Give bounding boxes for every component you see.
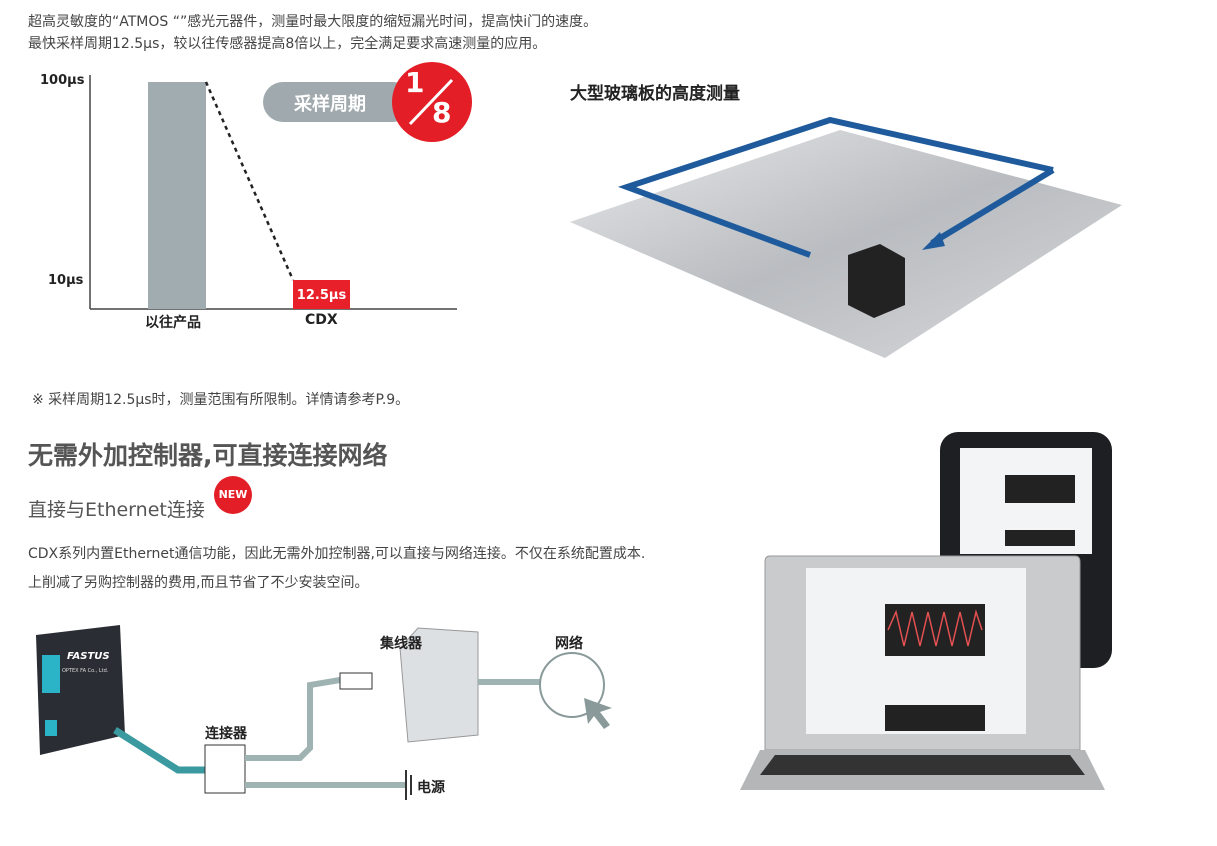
sampling-note: ※ 采样周期12.5μs时，测量范围有所限制。详情请参考P.9。 <box>32 392 410 408</box>
xtick-cdx: CDX <box>305 312 338 328</box>
sensor-cable <box>113 727 205 774</box>
section-para-1: CDX系列内置Ethernet通信功能，因此无需外加控制器,可以直接与网络连接。… <box>28 546 646 562</box>
intro-line-1: 超高灵敏度的“ATMOS “”感光元器件，测量时最大限度的缩短漏光时间，提高快i… <box>28 14 598 30</box>
connector-icon <box>204 744 246 794</box>
section-heading: 无需外加控制器,可直接连接网络 <box>28 441 388 470</box>
diagram-maker: OPTEX FA Co., Ltd. <box>62 668 109 674</box>
intro-line-2: 最快采样周期12.5μs，较以往传感器提高8倍以上，完全满足要求高速测量的应用。 <box>28 36 547 52</box>
chart-svg <box>89 62 472 310</box>
new-badge: NEW <box>214 476 252 514</box>
diagram-brand-logo: FASTUS <box>67 651 110 662</box>
cursor-icon <box>584 698 612 729</box>
sampling-badge-text: 采样周期 <box>294 94 366 115</box>
laptop-keyboard <box>760 755 1085 775</box>
glass-title: 大型玻璃板的高度测量 <box>570 84 740 104</box>
ratio-denominator: 8 <box>432 96 452 129</box>
glass-illustration <box>570 116 1122 358</box>
glass-plate <box>570 130 1122 358</box>
ratio-slash <box>408 78 454 126</box>
sampling-badge-pill <box>263 82 413 122</box>
arrow-head <box>922 232 945 250</box>
ethernet-cable <box>245 677 341 761</box>
xtick-old: 以往产品 <box>145 315 201 331</box>
scan-path <box>617 116 1054 258</box>
devices-illustration <box>740 432 1112 790</box>
hub-label: 集线器 <box>380 636 422 652</box>
connector-label: 连接器 <box>205 726 247 742</box>
ytick-10: 10μs <box>48 273 84 288</box>
bar-cdx <box>293 280 350 309</box>
network-label: 网络 <box>555 636 583 652</box>
sensor-lens <box>42 655 60 693</box>
ratio-numerator: 1 <box>405 66 425 99</box>
sensor-icon <box>848 244 905 318</box>
section-subheading: 直接与Ethernet连接 <box>28 499 205 521</box>
power-label: 电源 <box>417 780 445 796</box>
connection-diagram <box>36 625 612 800</box>
bar-old-product <box>148 82 206 309</box>
section-para-2: 上削减了另购控制器的费用,而且节省了不少安装空间。 <box>28 575 369 591</box>
cdx-value-label: 12.5μs <box>296 288 347 303</box>
ytick-100: 100μs <box>40 73 85 88</box>
rj45-plug-icon <box>339 672 373 690</box>
